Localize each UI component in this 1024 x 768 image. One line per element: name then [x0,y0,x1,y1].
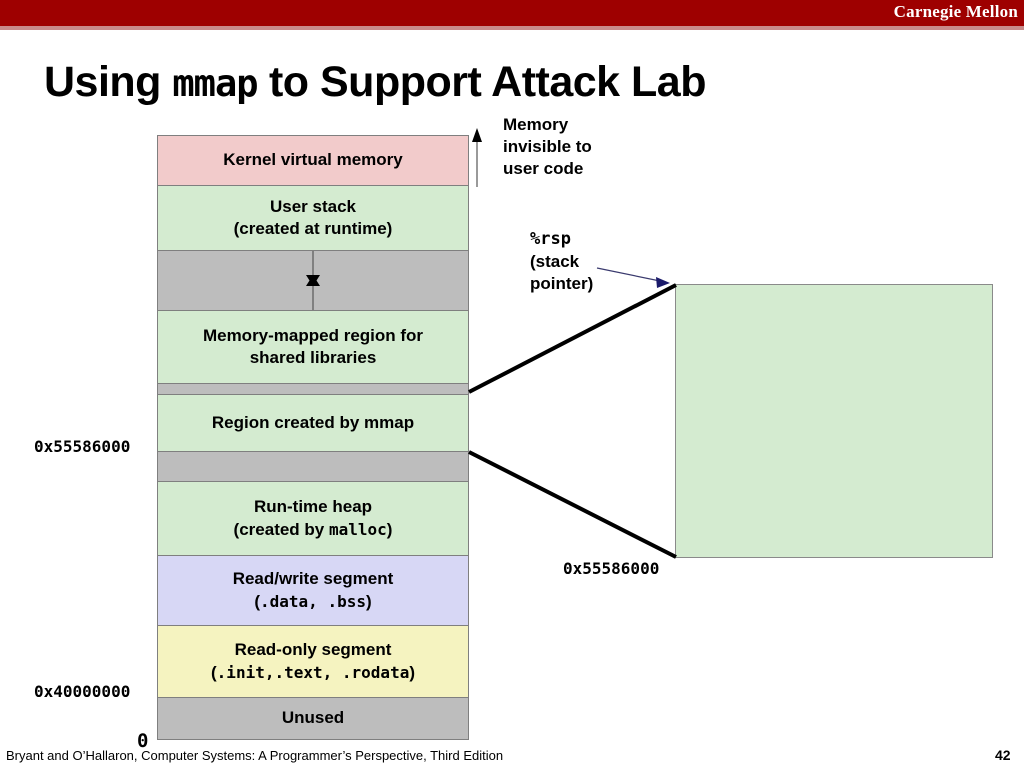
annotation-line: invisible to [503,136,592,156]
memory-invisible-arrow-icon [472,128,482,187]
address-label-read-only: 0x40000000 [34,682,131,701]
mem-block-thin-gap-1 [157,383,469,394]
footer-citation: Bryant and O’Hallaron, Computer Systems:… [6,748,504,763]
annotation-line: user code [503,158,584,178]
mem-block-sublabel: (.init,.text, .rodata) [211,662,415,684]
mem-block-memory-mapped-region: Memory-mapped region for shared librarie… [157,310,469,383]
mem-block-gap-2 [157,451,469,481]
mem-block-sublabel: (created by malloc) [234,519,393,541]
heap-sub-pre: (created by [233,519,329,539]
mem-block-region-created-by-mmap: Region created by mmap [157,394,469,451]
title-part1: Using [44,58,173,106]
mem-block-read-write-segment: Read/write segment (.data, .bss) [157,555,469,625]
mem-block-label: User stack [269,196,356,216]
stack-growth-arrows-icon [303,251,323,310]
memory-layout-column: Kernel virtual memory User stack (create… [157,135,469,740]
header-band-shadow [0,26,1024,30]
mem-block-label: Region created by mmap [211,412,415,432]
page-title: Using mmap to Support Attack Lab [44,58,706,107]
zoom-callout-connectors [468,283,677,559]
annotation-stack-pointer: %rsp (stack pointer) [530,229,593,294]
heap-sub-mono: malloc [328,519,387,539]
mem-block-stack-gap [157,250,469,310]
ro-sub-pre: ( [211,662,217,682]
rw-sub-mono: .data, .bss [260,591,366,611]
rsp-leader-arrow-icon [596,267,670,288]
mem-block-label: Run-time heap [253,497,373,517]
rw-sub-pre: ( [254,591,261,611]
ro-sub-post: ) [409,662,415,682]
address-label-zero: 0 [137,730,149,752]
heap-sub-post: ) [386,519,393,539]
address-label-callout: 0x55586000 [563,559,660,578]
mem-block-run-time-heap: Run-time heap (created by malloc) [157,481,469,555]
mem-block-sublabel: (.data, .bss) [254,591,371,613]
title-mono-mmap: mmap [172,62,258,105]
mem-block-label: Kernel virtual memory [223,150,403,170]
mem-block-label: Read-only segment [234,640,392,660]
annotation-line: Memory [503,115,569,134]
annotation-memory-invisible: Memory invisible to user code [503,114,592,179]
title-part2: to Support Attack Lab [257,58,707,106]
footer-page-number: 42 [995,747,1011,763]
mem-block-unused: Unused [157,697,469,740]
mem-block-sublabel: shared libraries [249,348,377,367]
annotation-line: pointer) [530,273,594,293]
annotation-line: (stack [530,251,580,271]
arrow-up-icon [306,275,320,286]
ro-sub-mono: .init,.text, .rodata [216,662,410,682]
mmap-region-zoom-box [675,284,993,558]
mem-block-sublabel: (created at runtime) [233,219,393,238]
mem-block-label: Read/write segment [232,569,394,589]
mem-block-label: Memory-mapped region for [202,325,424,345]
address-label-mmap-region: 0x55586000 [34,437,131,456]
rw-sub-post: ) [365,591,372,611]
mem-block-user-stack: User stack (created at runtime) [157,185,469,250]
brand-carnegie-mellon: Carnegie Mellon [893,2,1018,21]
mem-block-kernel-virtual-memory: Kernel virtual memory [157,135,469,185]
mem-block-read-only-segment: Read-only segment (.init,.text, .rodata) [157,625,469,697]
header-band [0,0,1024,26]
annotation-rsp-register: %rsp [530,229,571,249]
mem-block-label: Unused [281,708,345,728]
